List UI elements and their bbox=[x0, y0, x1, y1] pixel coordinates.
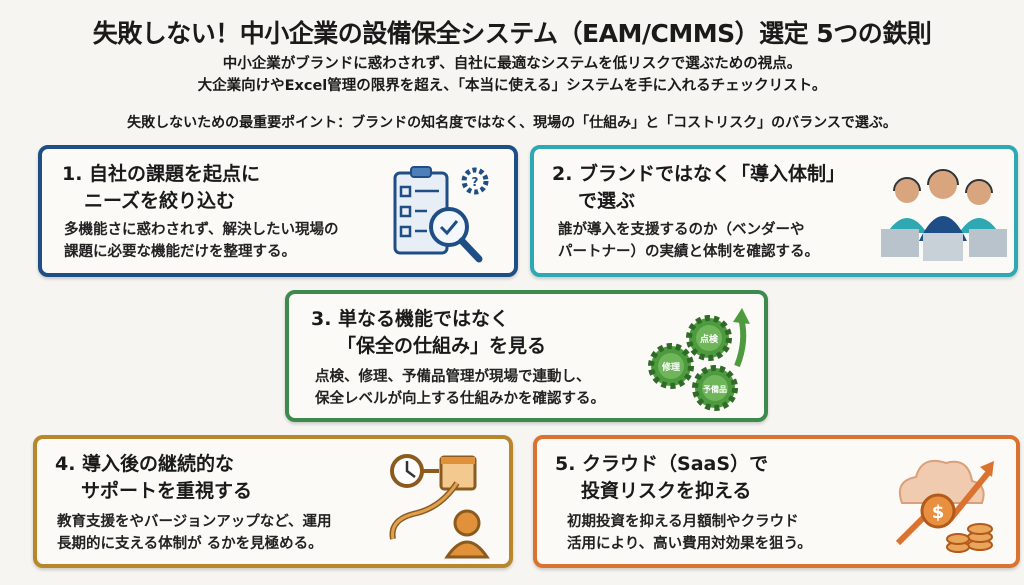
page-title: 失敗しない！中小企業の設備保全システム（EAM/CMMS）選定 5つの鉄則 bbox=[92, 19, 932, 48]
gear-label: 修理 bbox=[661, 361, 680, 373]
card-heading-line: 3. 単なる機能ではなく bbox=[311, 308, 510, 330]
card-body-line: 多機能さに惑わされず、解決したい現場の bbox=[64, 222, 339, 238]
card-body-line: 長期的に支える体制が るかを見極める。 bbox=[57, 536, 323, 552]
card-heading-line: 投資リスクを抑える bbox=[581, 480, 752, 502]
support-team-icon bbox=[881, 169, 1007, 261]
card-heading-line: 4. 導入後の継続的な bbox=[55, 453, 235, 475]
rule-card-2: 2. ブランドではなく「導入体制」で選ぶ 誰が導入を支援するのか（ベンダーやパー… bbox=[530, 145, 1018, 277]
card-heading-line: 5. クラウド（SaaS）で bbox=[555, 453, 769, 475]
card-body-line: 教育支援をやバージョンアップなど、運用 bbox=[57, 514, 332, 530]
card-body-line: 保全レベルが向上する仕組みかを確認する。 bbox=[315, 391, 605, 407]
svg-text:$: $ bbox=[932, 502, 945, 523]
gears-icon: 点検 修理 予備品 bbox=[648, 308, 750, 411]
card-heading-line: 2. ブランドではなく「導入体制」 bbox=[552, 163, 846, 185]
gear-label: 点検 bbox=[700, 333, 719, 345]
cloud-coins-icon: $ bbox=[895, 459, 994, 553]
card-heading-line: サポートを重視する bbox=[81, 480, 253, 502]
key-point: 失敗しないための最重要ポイント：ブランドの知名度ではなく、現場の「仕組み」と「コ… bbox=[127, 115, 897, 131]
rule-card-5: 5. クラウド（SaaS）で投資リスクを抑える 初期投資を抑える月額制やクラウド… bbox=[533, 435, 1020, 568]
rule-card-4: 4. 導入後の継続的なサポートを重視する 教育支援をやバージョンアップなど、運用… bbox=[33, 435, 513, 568]
svg-text:?: ? bbox=[472, 175, 479, 189]
card-body-line: 点検、修理、予備品管理が現場で連動し、 bbox=[315, 369, 591, 385]
rule-card-1: 1. 自社の課題を起点にニーズを絞り込む 多機能さに惑わされず、解決したい現場の… bbox=[38, 145, 518, 277]
card-body-line: 誰が導入を支援するのか（ベンダーや bbox=[558, 222, 805, 238]
clock-calendar-support-icon bbox=[389, 454, 490, 559]
card-body-line: 初期投資を抑える月額制やクラウド bbox=[567, 514, 799, 530]
card-body-line: 課題に必要な機能だけを整理する。 bbox=[64, 244, 296, 260]
subtitle-line-2: 大企業向けやExcel管理の限界を超え、「本当に使える」システムを手に入れるチェ… bbox=[197, 78, 827, 94]
card-heading-line: 「保全の仕組み」を見る bbox=[337, 335, 547, 357]
gear-label: 予備品 bbox=[703, 384, 727, 394]
card-body-line: 活用により、高い費用対効果を狙う。 bbox=[567, 536, 812, 552]
subtitle-line-1: 中小企業がブランドに惑わされず、自社に最適なシステムを低リスクで選ぶための視点。 bbox=[222, 56, 802, 72]
rule-card-3: 3. 単なる機能ではなく「保全の仕組み」を見る 点検、修理、予備品管理が現場で連… bbox=[285, 290, 768, 422]
card-heading-line: ニーズを絞り込む bbox=[84, 190, 236, 212]
card-heading-line: 1. 自社の課題を起点に bbox=[62, 163, 261, 185]
checklist-magnifier-icon: ? bbox=[393, 166, 489, 263]
card-heading-line: で選ぶ bbox=[578, 190, 636, 212]
card-body-line: パートナー）の実績と体制を確認する。 bbox=[558, 244, 819, 260]
